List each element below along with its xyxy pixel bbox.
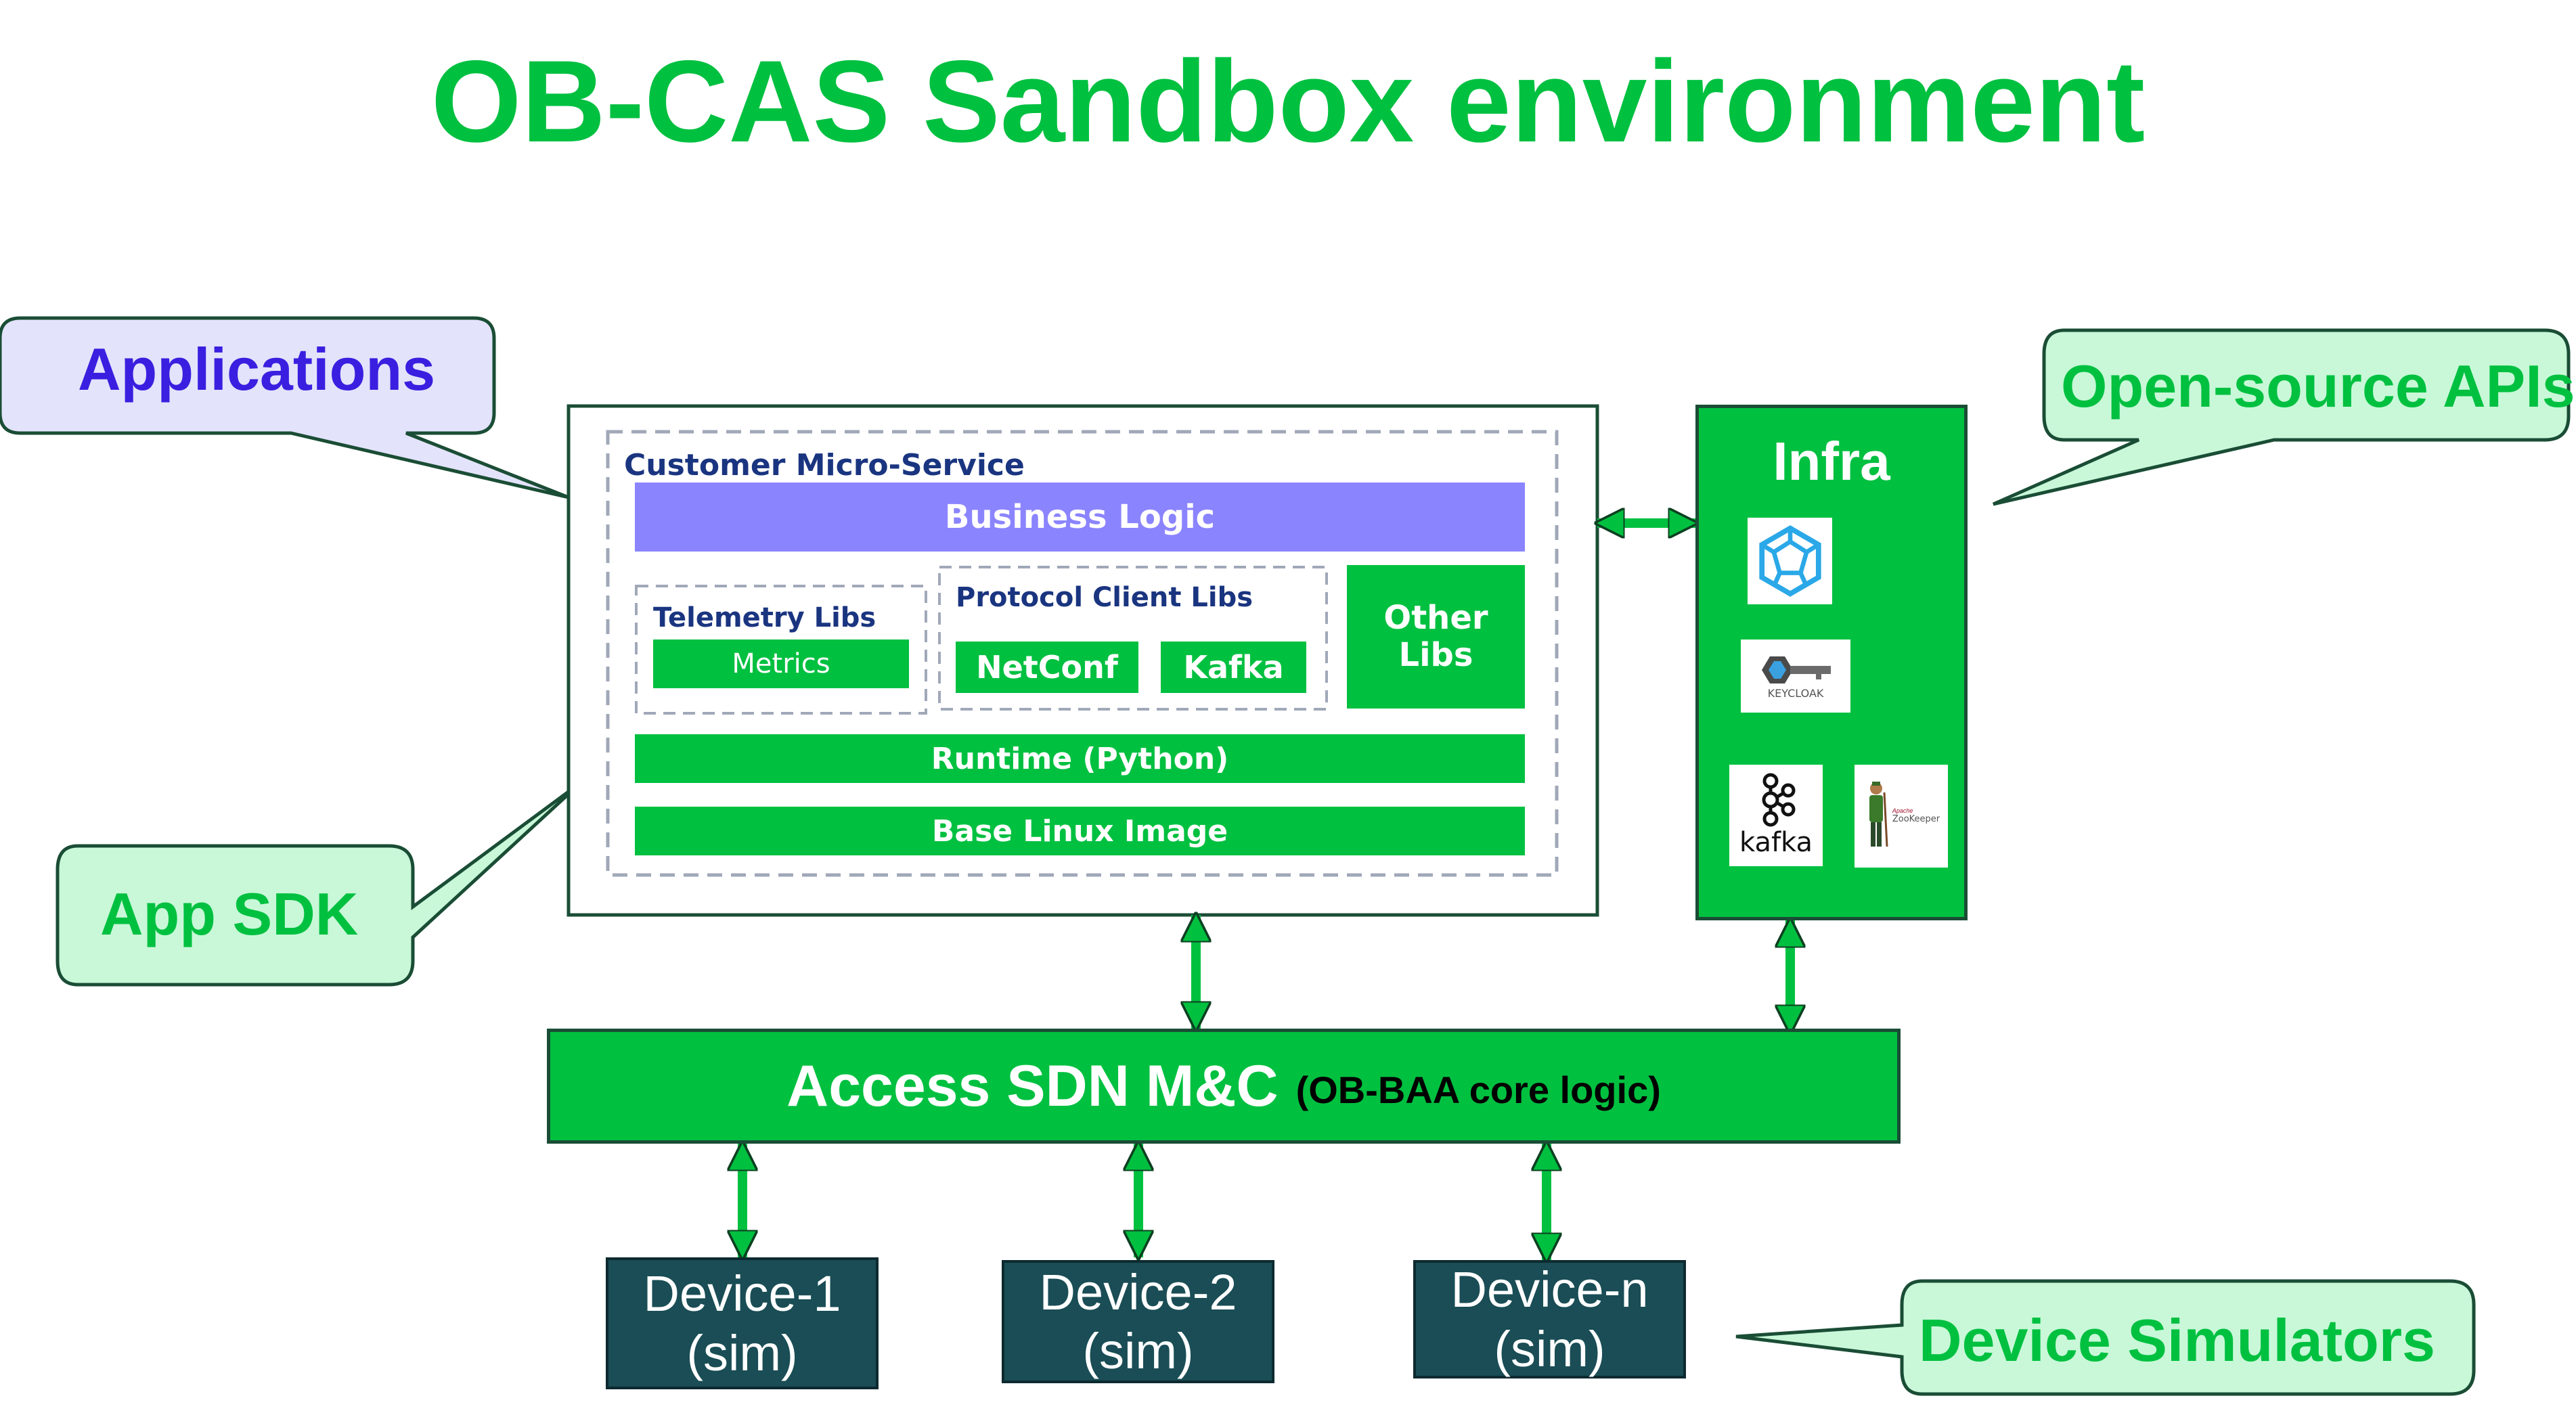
zookeeper-text-apache: Apache <box>1892 807 1913 815</box>
access-sdn-bar: Access SDN M&C (OB-BAA core logic) <box>547 1029 1901 1144</box>
device-1-box: Device-1 (sim) <box>606 1257 879 1389</box>
device-n-box: Device-n (sim) <box>1413 1260 1686 1378</box>
open-source-callout <box>1992 328 2571 506</box>
connectors <box>742 523 1790 1260</box>
applications-callout <box>0 316 569 499</box>
device-2-sim: (sim) <box>1082 1323 1194 1379</box>
customer-microservice-box <box>606 430 1559 877</box>
device-simulators-label: Device Simulators <box>1919 1307 2435 1374</box>
protocol-client-libs-label: Protocol Client Libs <box>956 582 1253 613</box>
other-libs-line2: Libs <box>1398 636 1473 674</box>
device-2-box: Device-2 (sim) <box>1002 1260 1274 1383</box>
device-2-name: Device-2 <box>1039 1263 1237 1320</box>
app-sdk-callout <box>55 780 583 987</box>
zookeeper-logo: Apache ZooKeeper <box>1855 765 1948 868</box>
telemetry-libs-label: Telemetry Libs <box>653 602 876 633</box>
access-sdn-main: Access SDN M&C <box>786 1053 1279 1119</box>
keycloak-logo: KEYCLOAK <box>1741 640 1850 713</box>
metrics-block: Metrics <box>653 640 909 688</box>
keycloak-text: KEYCLOAK <box>1767 686 1824 700</box>
device-1-sim: (sim) <box>686 1324 798 1381</box>
other-libs-block: Other Libs <box>1347 565 1525 709</box>
zookeeper-text: ZooKeeper <box>1892 813 1940 824</box>
netconf-block: NetConf <box>956 642 1138 693</box>
device-simulators-callout <box>1735 1279 2476 1396</box>
open-source-label: Open-source APIs <box>2061 353 2575 420</box>
telemetry-libs-box <box>635 585 927 715</box>
access-sdn-sub: (OB-BAA core logic) <box>1295 1068 1661 1111</box>
kafka-logo: kafka <box>1729 765 1823 866</box>
app-sdk-label: App SDK <box>100 880 359 947</box>
kafka-lib-block: Kafka <box>1161 642 1306 693</box>
customer-microservice-label: Customer Micro-Service <box>624 448 1025 483</box>
business-logic-bar: Business Logic <box>635 483 1525 552</box>
infra-title: Infra <box>1773 431 1890 491</box>
kubernetes-icon <box>1748 518 1832 604</box>
runtime-bar: Runtime (Python) <box>635 734 1525 783</box>
page-title: OB-CAS Sandbox environment <box>430 37 2146 166</box>
kafka-text: kafka <box>1739 827 1813 858</box>
device-1-name: Device-1 <box>643 1265 841 1322</box>
applications-label: Applications <box>78 336 436 403</box>
device-n-name: Device-n <box>1450 1261 1649 1318</box>
other-libs-line1: Other <box>1383 598 1488 637</box>
base-linux-image-bar: Base Linux Image <box>635 807 1525 855</box>
protocol-client-libs-box <box>938 566 1328 711</box>
device-n-sim: (sim) <box>1494 1320 1605 1377</box>
